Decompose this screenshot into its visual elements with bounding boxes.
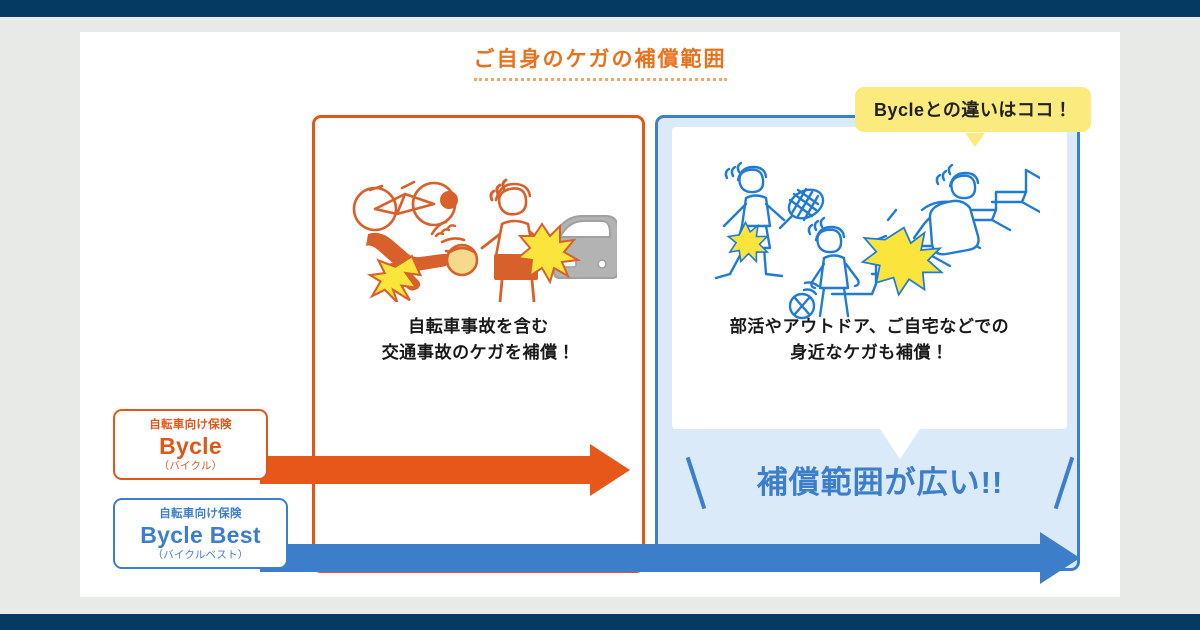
top-bar xyxy=(0,0,1200,17)
inner-card-tail xyxy=(880,429,920,459)
product-label-bycle: 自転車向け保険 Bycle （バイクル） xyxy=(113,409,268,480)
page-title-wrapper: ご自身のケガの補償範囲 xyxy=(80,46,1120,82)
panel-bycle-coverage xyxy=(312,115,645,573)
wide-coverage-highlight: 補償範囲が広い!! xyxy=(680,452,1080,514)
bycle-sub-label: 自転車向け保険 xyxy=(149,419,232,431)
daily-life-injury-illustration xyxy=(714,161,1040,320)
left-caption-line-1: 自転車事故を含む xyxy=(408,317,549,336)
right-caption-line-1: 部活やアウトドア、ご自宅などでの xyxy=(729,317,1010,336)
bycle-best-sub-label: 自転車向け保険 xyxy=(159,508,242,520)
difference-callout: Bycleとの違いはココ！ xyxy=(855,87,1092,132)
left-caption-line-2: 交通事故のケガを補償！ xyxy=(381,343,576,363)
bycle-best-name: Bycle Best xyxy=(140,521,261,548)
bycle-best-coverage-arrow xyxy=(260,532,1080,584)
product-label-bycle-best: 自転車向け保険 Bycle Best （バイクルベスト） xyxy=(113,498,288,569)
difference-callout-tail xyxy=(965,133,985,147)
wide-coverage-text: 補償範囲が広い!! xyxy=(756,465,1004,500)
bycle-kana: （バイクル） xyxy=(158,460,223,473)
bycle-coverage-arrow xyxy=(260,444,630,496)
content-sheet: ご自身のケガの補償範囲 補償範囲が広い!! Bycleとの違いはココ！ xyxy=(80,32,1120,597)
page-title: ご自身のケガの補償範囲 xyxy=(473,46,727,82)
right-caption-line-2: 身近なケガも補償！ xyxy=(790,343,949,363)
bycle-best-kana: （バイクルベスト） xyxy=(152,549,249,562)
right-panel-caption: 部活やアウトドア、ご自宅などでの 身近なケガも補償！ xyxy=(672,314,1067,367)
left-panel-caption: 自転車事故を含む 交通事故のケガを補償！ xyxy=(312,314,645,367)
bycle-name: Bycle xyxy=(159,432,222,459)
bicycle-accident-illustration xyxy=(352,178,617,302)
bottom-bar xyxy=(0,614,1200,630)
